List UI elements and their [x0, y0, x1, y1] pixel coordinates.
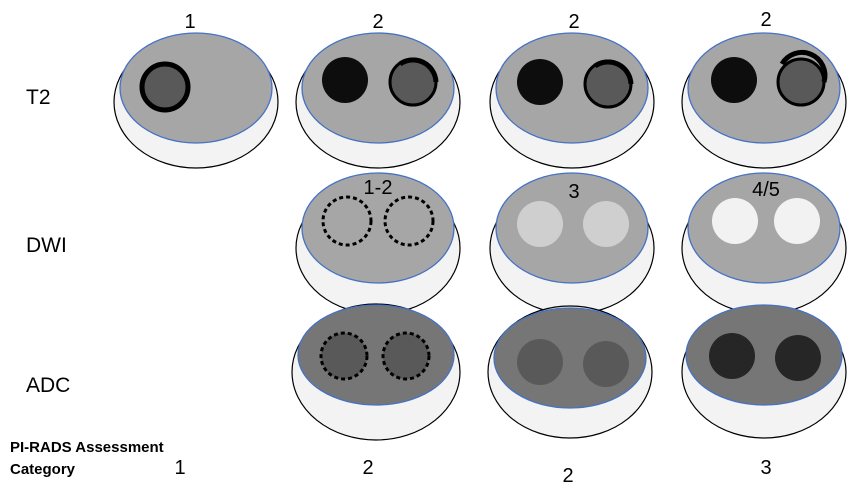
- t2-score-3: 2: [568, 11, 579, 33]
- adc-prostate-4: [681, 304, 847, 439]
- dwi-score-2: 1-2: [364, 177, 393, 199]
- assessment-value-1: 1: [174, 457, 185, 479]
- dwi-lesion-moderate: [583, 201, 629, 247]
- t2-score-1: 1: [184, 11, 195, 33]
- t2-prostate-2: [295, 32, 461, 169]
- adc-lesion-dotted: [319, 331, 369, 381]
- adc-lesion-dark: [709, 333, 755, 379]
- row-label-adc: ADC: [26, 374, 70, 397]
- dwi-prostate-4: [681, 172, 847, 315]
- t2-prostate-4: [681, 32, 847, 169]
- adc-lesion-dark: [775, 335, 821, 381]
- dwi-lesion-dotted: [383, 195, 435, 247]
- assessment-value-3: 2: [562, 465, 573, 487]
- adc-lesion-moderate: [583, 341, 629, 387]
- t2-lesion-ring: [139, 61, 191, 113]
- dwi-prostate-3: [489, 172, 655, 315]
- dwi-lesion-moderate: [517, 201, 563, 247]
- adc-prostate-2: [291, 303, 461, 441]
- dwi-score-3: 3: [568, 181, 579, 203]
- t2-lesion-ring: [776, 57, 826, 107]
- assessment-label-line2: Category: [10, 461, 76, 478]
- adc-prostate-3: [487, 305, 653, 439]
- dwi-lesion-dotted: [321, 195, 373, 247]
- t2-lesion-dark: [711, 57, 757, 103]
- t2-score-2: 2: [372, 11, 383, 33]
- adc-lesion-moderate: [517, 339, 563, 385]
- t2-score-4: 2: [760, 9, 771, 31]
- dwi-lesion-bright: [774, 198, 820, 244]
- adc-lesion-dotted: [381, 331, 431, 381]
- row-label-dwi: DWI: [26, 234, 67, 257]
- row-label-t2: T2: [26, 86, 51, 109]
- t2-lesion-dark: [322, 57, 368, 103]
- dwi-score-4: 4/5: [752, 179, 780, 201]
- assessment-value-4: 3: [760, 457, 771, 479]
- assessment-value-2: 2: [362, 457, 373, 479]
- assessment-label-line1: PI-RADS Assessment: [10, 439, 164, 456]
- t2-prostate-3: [489, 32, 655, 169]
- dwi-prostate-2: [295, 172, 461, 315]
- t2-prostate-1: [113, 32, 279, 169]
- t2-lesion-dark: [517, 59, 563, 105]
- dwi-lesion-bright: [712, 198, 758, 244]
